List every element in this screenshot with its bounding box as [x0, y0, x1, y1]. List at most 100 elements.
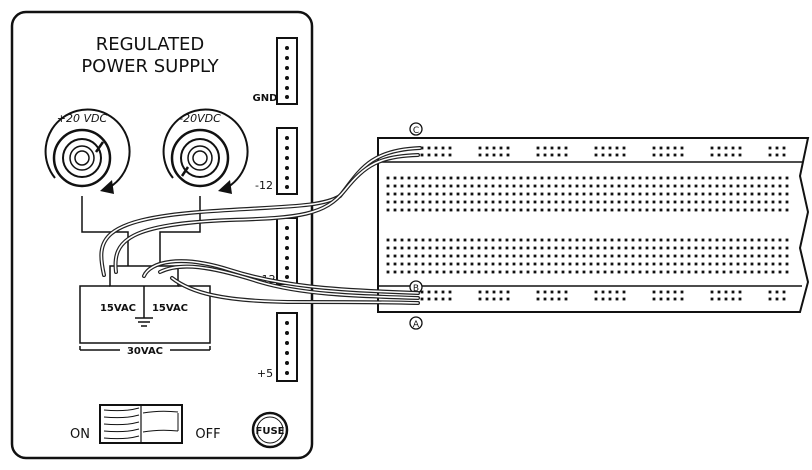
breadboard-hole [694, 200, 698, 204]
breadboard-hole [421, 192, 425, 196]
breadboard-hole [659, 153, 663, 157]
breadboard-hole [710, 290, 714, 294]
breadboard-hole [477, 270, 481, 274]
breadboard-hole [463, 208, 467, 212]
breadboard-hole [617, 192, 621, 196]
breadboard-hole [694, 176, 698, 180]
breadboard-hole [631, 262, 635, 266]
positive-voltage-knob[interactable]: +20 VDC [44, 108, 131, 194]
breadboard-hole [659, 184, 663, 188]
breadboard-hole [701, 208, 705, 212]
breadboard-hole [785, 200, 789, 204]
breadboard-hole [512, 246, 516, 250]
fuse-holder[interactable]: FUSE [251, 411, 289, 449]
breadboard-hole [582, 262, 586, 266]
breadboard-hole [463, 200, 467, 204]
breadboard-hole [666, 176, 670, 180]
breadboard-hole [393, 270, 397, 274]
breadboard-hole [519, 184, 523, 188]
breadboard-hole [575, 200, 579, 204]
breadboard-hole [638, 246, 642, 250]
breadboard-hole [484, 208, 488, 212]
breadboard-hole [715, 238, 719, 242]
breadboard-hole [491, 208, 495, 212]
breadboard-hole [498, 246, 502, 250]
breadboard-hole [442, 262, 446, 266]
breadboard-hole [673, 297, 677, 301]
breadboard-hole [400, 246, 404, 250]
breadboard-hole [785, 262, 789, 266]
breadboard-hole [441, 297, 445, 301]
breadboard-hole [533, 192, 537, 196]
breadboard-hole [603, 192, 607, 196]
breadboard-hole [594, 290, 598, 294]
breadboard-hole [421, 238, 425, 242]
breadboard-hole [596, 254, 600, 258]
breadboard-hole [557, 290, 561, 294]
breadboard-hole [652, 184, 656, 188]
breadboard-hole [617, 208, 621, 212]
breadboard-hole [554, 208, 558, 212]
breadboard-hole [463, 254, 467, 258]
breadboard-hole [701, 200, 705, 204]
breadboard-hole [624, 184, 628, 188]
breadboard-hole [582, 254, 586, 258]
terminal-neg12[interactable]: -12 [255, 127, 298, 195]
breadboard-hole [785, 208, 789, 212]
breadboard-hole [512, 262, 516, 266]
breadboard-hole [491, 262, 495, 266]
breadboard-hole [617, 238, 621, 242]
breadboard-hole [428, 176, 432, 180]
breadboard-hole [547, 238, 551, 242]
breadboard-hole [666, 270, 670, 274]
breadboard-point-c: C [409, 122, 423, 136]
breadboard-hole [757, 254, 761, 258]
breadboard-hole [724, 146, 728, 150]
breadboard-hole [782, 153, 786, 157]
breadboard-hole [736, 176, 740, 180]
breadboard-hole [505, 246, 509, 250]
breadboard-hole [638, 192, 642, 196]
breadboard-hole [652, 176, 656, 180]
breadboard-hole [652, 238, 656, 242]
breadboard-hole [596, 208, 600, 212]
breadboard-hole [638, 184, 642, 188]
breadboard-hole [463, 262, 467, 266]
breadboard-hole [589, 208, 593, 212]
breadboard-hole [615, 146, 619, 150]
breadboard-hole [526, 238, 530, 242]
negative-voltage-knob[interactable]: -20VDC [162, 108, 249, 194]
terminal-gnd[interactable]: GND [253, 37, 298, 105]
breadboard-hole [554, 246, 558, 250]
breadboard-hole [463, 238, 467, 242]
breadboard-hole [470, 246, 474, 250]
breadboard-hole [680, 246, 684, 250]
breadboard-hole [491, 270, 495, 274]
breadboard-hole [491, 184, 495, 188]
breadboard-hole [680, 270, 684, 274]
breadboard-hole [442, 270, 446, 274]
breadboard-hole [526, 254, 530, 258]
breadboard-hole [729, 184, 733, 188]
breadboard-hole [757, 208, 761, 212]
breadboard-hole [428, 262, 432, 266]
breadboard-hole [557, 153, 561, 157]
breadboard-hole [778, 246, 782, 250]
breadboard-hole [617, 270, 621, 274]
breadboard-hole [594, 146, 598, 150]
breadboard-hole [540, 238, 544, 242]
terminal-pos5[interactable]: +5 [257, 312, 298, 382]
breadboard-hole [448, 290, 452, 294]
breadboard-hole [757, 270, 761, 274]
breadboard-hole [722, 184, 726, 188]
breadboard-hole [557, 297, 561, 301]
breadboard-hole [428, 254, 432, 258]
breadboard-hole [491, 192, 495, 196]
breadboard-hole [743, 238, 747, 242]
breadboard-hole [575, 246, 579, 250]
power-switch[interactable] [99, 404, 183, 444]
breadboard-hole [778, 200, 782, 204]
breadboard-hole [645, 246, 649, 250]
breadboard-hole [710, 297, 714, 301]
breadboard-hole [505, 254, 509, 258]
